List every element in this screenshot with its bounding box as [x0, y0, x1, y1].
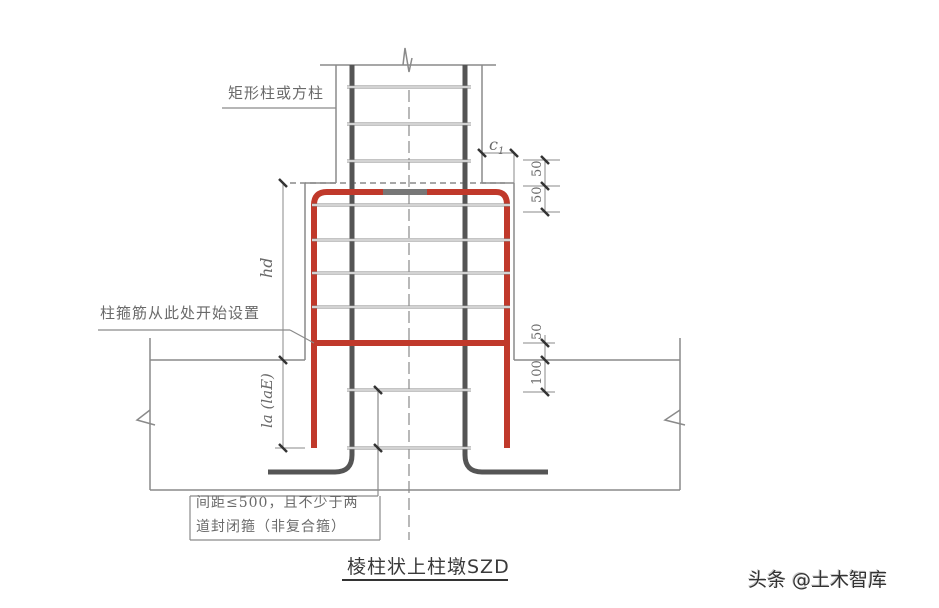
dim-c1-sub: 1	[497, 146, 505, 158]
rebar-splice	[383, 189, 427, 195]
dim-top-50-b: 50	[530, 186, 545, 203]
dim-lower-50: 50	[530, 323, 545, 340]
leader-lines	[98, 107, 381, 541]
column-longitudinal-rebar	[268, 65, 548, 475]
stirrup-start-label: 柱箍筋从此处开始设置	[100, 304, 261, 322]
dim-c1-main: c	[489, 135, 498, 154]
pier-outline	[150, 182, 680, 361]
pier-rebar-cage	[311, 189, 510, 448]
spacing-note-line2: 道封闭箍（非复合箍）	[196, 519, 346, 535]
diagram-title: 棱柱状上柱墩SZD	[347, 556, 510, 578]
dim-la: la (laE)	[258, 373, 276, 428]
dimension-ticks	[278, 148, 550, 453]
dim-top-50-a: 50	[530, 160, 545, 177]
dim-lower-100: 100	[530, 360, 545, 385]
column-stirrups-inner	[347, 86, 471, 449]
foundation-outline	[135, 338, 686, 491]
spacing-note-line1: 间距≤500，且不少于两	[196, 495, 359, 511]
dim-hd: hd	[257, 257, 276, 278]
pier-stirrups	[312, 203, 510, 309]
column-outline	[320, 47, 496, 183]
dim-c1: c1	[489, 135, 504, 157]
watermark: 头条 @土木智库	[748, 569, 888, 591]
column-type-label: 矩形柱或方柱	[228, 84, 325, 102]
